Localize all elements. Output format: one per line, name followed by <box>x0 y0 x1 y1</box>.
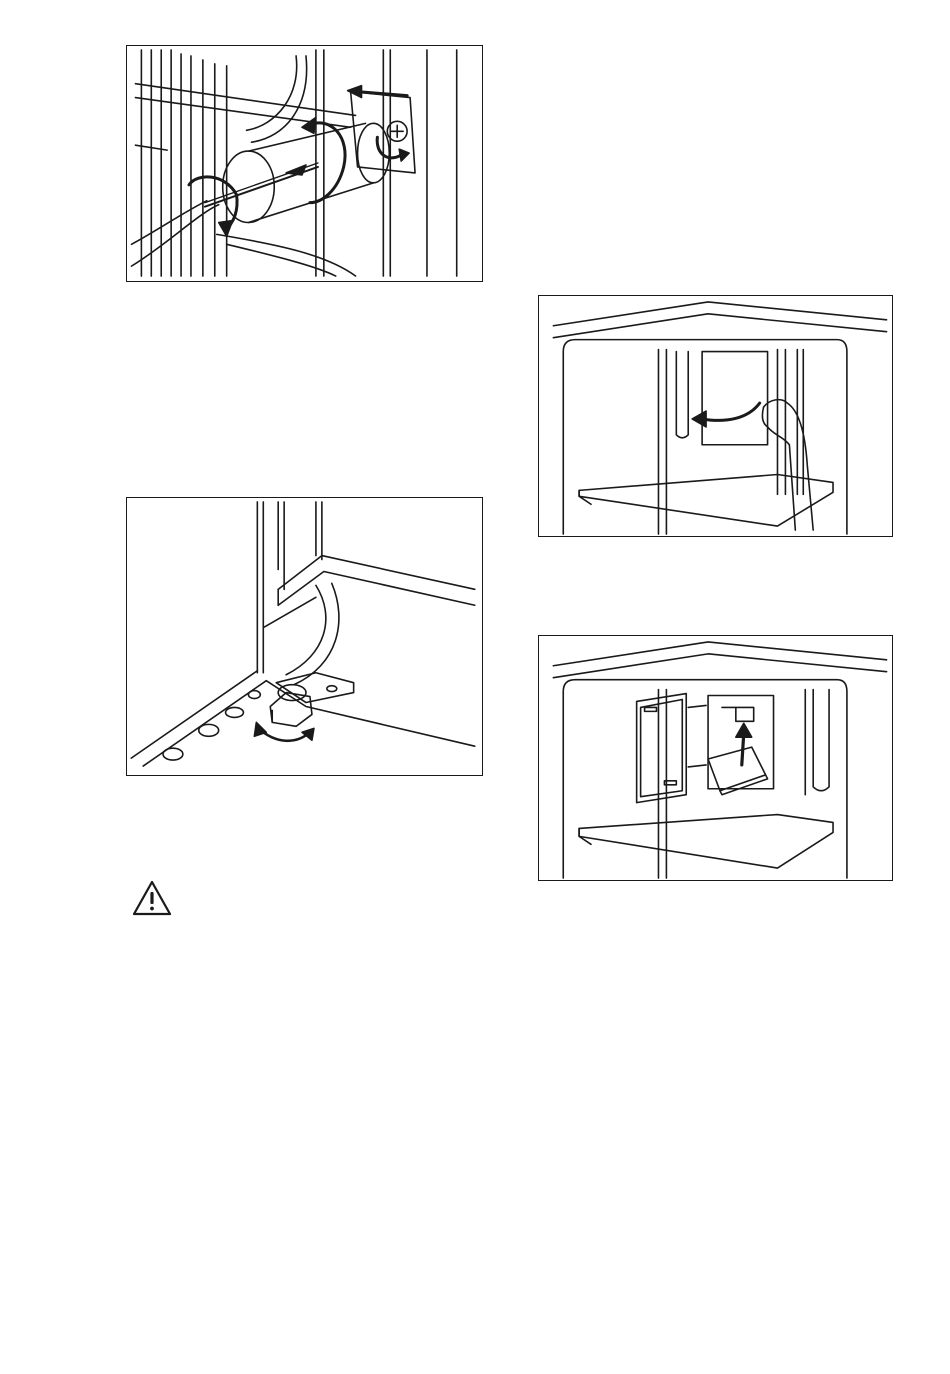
adjustable-foot-icon <box>127 498 482 775</box>
screwdriver-removal-illustration <box>126 45 483 282</box>
door-hinge-adjustment-illustration <box>126 497 483 776</box>
filter-insert-icon <box>539 636 892 880</box>
hand-pull-cover-icon <box>539 296 892 536</box>
warning-triangle-icon <box>131 879 173 917</box>
cover-removal-illustration <box>538 295 893 537</box>
screwdriver-rotate-icon <box>127 46 482 281</box>
filter-replacement-illustration <box>538 635 893 881</box>
warning-triangle-icon-graphic <box>131 879 173 917</box>
